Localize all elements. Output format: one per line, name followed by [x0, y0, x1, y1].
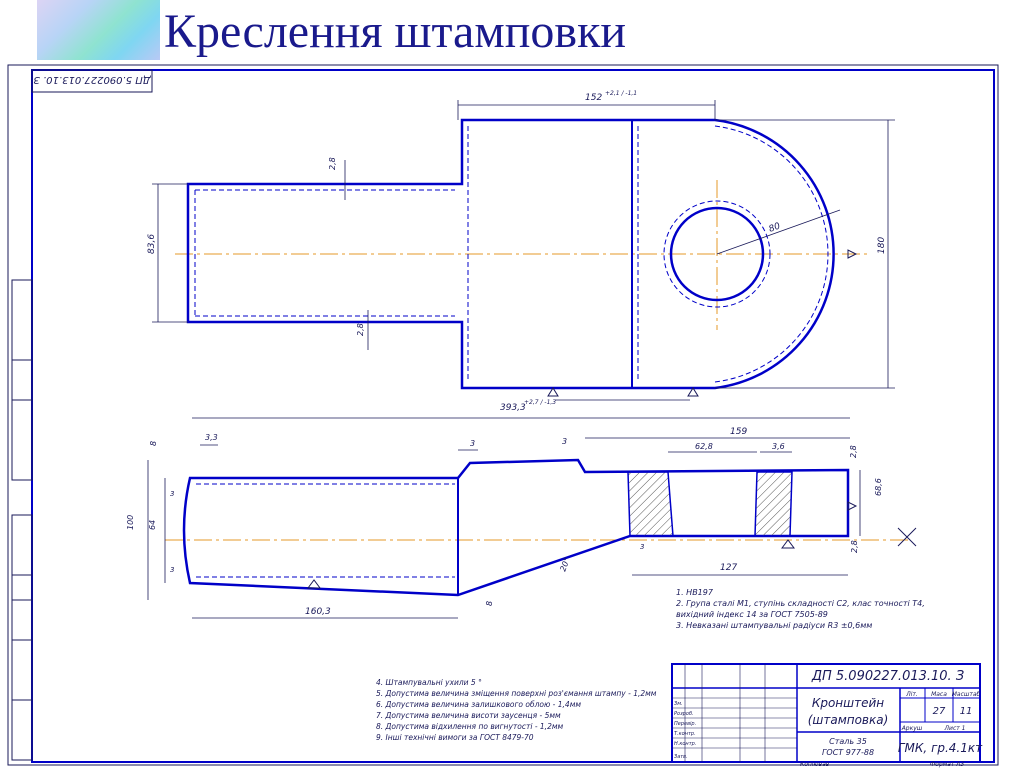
slide-title: Креслення штамповки [164, 5, 627, 58]
title-block: ДП 5.090227.013.10. З Кронштейн (штампов… [671, 663, 983, 768]
dim-d-100: 100 [126, 515, 135, 530]
dim-step-bottom: 2,8 [356, 323, 365, 336]
dim-right-28b: 2,8 [850, 540, 859, 553]
dim-small-3c: 3 [170, 490, 174, 498]
dim-w-33: 3,3 [205, 433, 218, 442]
material-2: ГОСТ 977-88 [822, 748, 874, 757]
dim-small-3a: 3 [470, 439, 475, 448]
left-margin-stamp [11, 279, 33, 761]
dim-small-3e: 3 [640, 543, 644, 551]
part-name-1: Кронштейн [812, 696, 884, 710]
note-left-3: 6. Допустима величина залишкового облою … [376, 700, 581, 709]
scale-value: 11 [960, 706, 973, 717]
dim-step-top: 2,8 [328, 157, 337, 170]
row-zatv: Затв. [674, 754, 688, 760]
presentation-logo [37, 0, 160, 60]
row-perevir: Перевір. [674, 721, 696, 727]
note-left-1: 4. Штампувальні ухили 5 ° [376, 678, 482, 687]
sheets-label: Лист 1 [944, 725, 966, 732]
dim-front-len: 159 [730, 427, 747, 437]
sheet-label: Аркуш [901, 725, 923, 732]
title-designation: ДП 5.090227.013.10. З [811, 669, 964, 684]
dim-small-3b: 3 [562, 437, 567, 446]
dim-bottom-8: 8 [485, 601, 494, 606]
dim-left-len: 160,3 [305, 607, 331, 617]
note-left-2: 5. Допустима величина зміщення поверхні … [376, 689, 657, 698]
note-right-3: вихідний індекс 14 за ГОСТ 7505-89 [676, 610, 828, 619]
rotated-designation: ДП 5.090227.013.10. З [33, 74, 152, 85]
notes-right: 1. НВ197 2. Група сталі М1, ступінь скла… [676, 588, 925, 630]
part-name-2: (штамповка) [808, 713, 889, 727]
organization: ГМК, гр.4.1кт [898, 741, 983, 755]
row-tkontr: Т.контр. [674, 731, 696, 737]
material-1: Сталь 35 [829, 737, 867, 746]
note-right-2: 2. Група сталі М1, ступінь складності С2… [676, 599, 925, 608]
note-left-5: 8. Допустима відхилення по вигнутості - … [376, 722, 563, 731]
dim-h-8: 8 [149, 441, 158, 446]
dim-top-length-tol: +2,1 / -1,1 [605, 90, 637, 97]
section-view: 3,3 8 3 3 159 62,8 3,6 2,8 68,6 2,8 100 … [126, 417, 917, 619]
row-zm: Зм. [674, 701, 683, 707]
note-left-6: 9. Інші технічні вимоги за ГОСТ 8479-70 [376, 733, 534, 742]
note-right-1: 1. НВ197 [676, 588, 714, 597]
rotated-designation-box: ДП 5.090227.013.10. З [31, 69, 153, 93]
technical-drawing: ДП 5.090227.013.10. З [7, 64, 999, 768]
dim-top-height: 180 [877, 237, 887, 254]
note-right-4: 3. Невказані штампувальні радіуси R3 ±0,… [676, 621, 872, 630]
dim-hole-dia: 80 [768, 221, 782, 234]
drawing-frame [31, 69, 995, 763]
part-outline-section [182, 458, 850, 597]
dim-overall-top-tol: +2,7 / -1,3 [524, 399, 556, 406]
part-outline-top [186, 118, 835, 390]
notes-left: 4. Штампувальні ухили 5 ° 5. Допустима в… [376, 678, 657, 742]
col-mass: Маса [931, 691, 947, 698]
note-left-4: 7. Допустима величина висоти заусенця - … [376, 711, 561, 720]
row-nkontr: Н.контр. [674, 741, 696, 747]
dim-small-3d: 3 [170, 566, 174, 574]
mass-value: 27 [933, 706, 946, 717]
col-scale: Масштаб [952, 691, 981, 698]
col-lit: Літ. [905, 691, 918, 698]
format-label: Формат А3 [930, 761, 964, 768]
dim-h-68: 68,6 [874, 478, 883, 496]
dim-slot-dia: 62,8 [695, 442, 713, 451]
dim-d-64: 64 [148, 520, 157, 530]
dim-top-length: 152 [585, 93, 602, 103]
dim-right-len: 127 [720, 563, 737, 573]
hatched-section-left [627, 471, 674, 537]
dim-shank-dia: 83,6 [147, 234, 157, 254]
row-rozrob: Розроб. [674, 711, 694, 717]
dim-right-28a: 2,8 [849, 445, 858, 458]
top-view: 152 +2,1 / -1,1 83,6 180 80 2,8 2,8 393,… [147, 90, 895, 413]
sheet-outer-frame [7, 64, 999, 766]
hole-circle [669, 206, 765, 302]
dim-overall-top: 393,3 [500, 403, 526, 413]
copied-label: Копіював [800, 761, 830, 768]
hatched-section-right [754, 471, 793, 537]
dim-slot-w: 3,6 [772, 442, 785, 451]
